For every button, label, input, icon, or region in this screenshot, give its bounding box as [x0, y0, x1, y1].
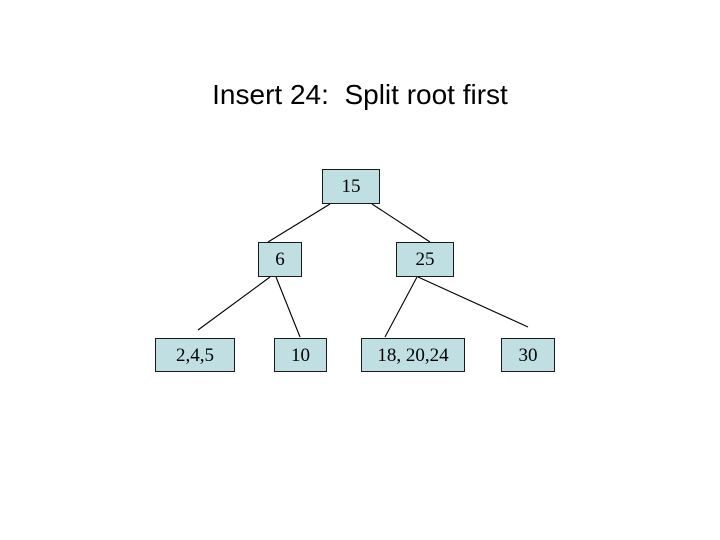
tree-node-l245: 2,4,5: [155, 338, 235, 372]
tree-node-l10: 10: [274, 338, 327, 372]
tree-node-label: 15: [341, 176, 361, 197]
tree-edge-n6-to-l245: [197, 276, 271, 331]
tree-edge-root-to-n6: [267, 203, 331, 243]
tree-node-label: 30: [518, 344, 538, 366]
tree-node-n25: 25: [396, 242, 454, 277]
tree-edge-n25-to-l182024: [384, 276, 418, 338]
tree-node-label: 6: [275, 249, 285, 270]
page-title: Insert 24: Split root first: [212, 79, 508, 110]
tree-edge-n6-to-l10: [275, 276, 301, 338]
tree-edge-n25-to-l30: [417, 276, 529, 328]
tree-node-l30: 30: [501, 338, 555, 372]
tree-node-root: 15: [322, 169, 380, 204]
tree-edge-root-to-n25: [371, 203, 431, 243]
tree-node-label: 18, 20,24: [377, 344, 449, 366]
tree-node-l182024: 18, 20,24: [361, 338, 465, 372]
tree-node-n6: 6: [258, 242, 302, 277]
tree-node-label: 2,4,5: [176, 344, 214, 366]
tree-node-label: 25: [415, 249, 435, 270]
tree-node-label: 10: [291, 344, 310, 366]
